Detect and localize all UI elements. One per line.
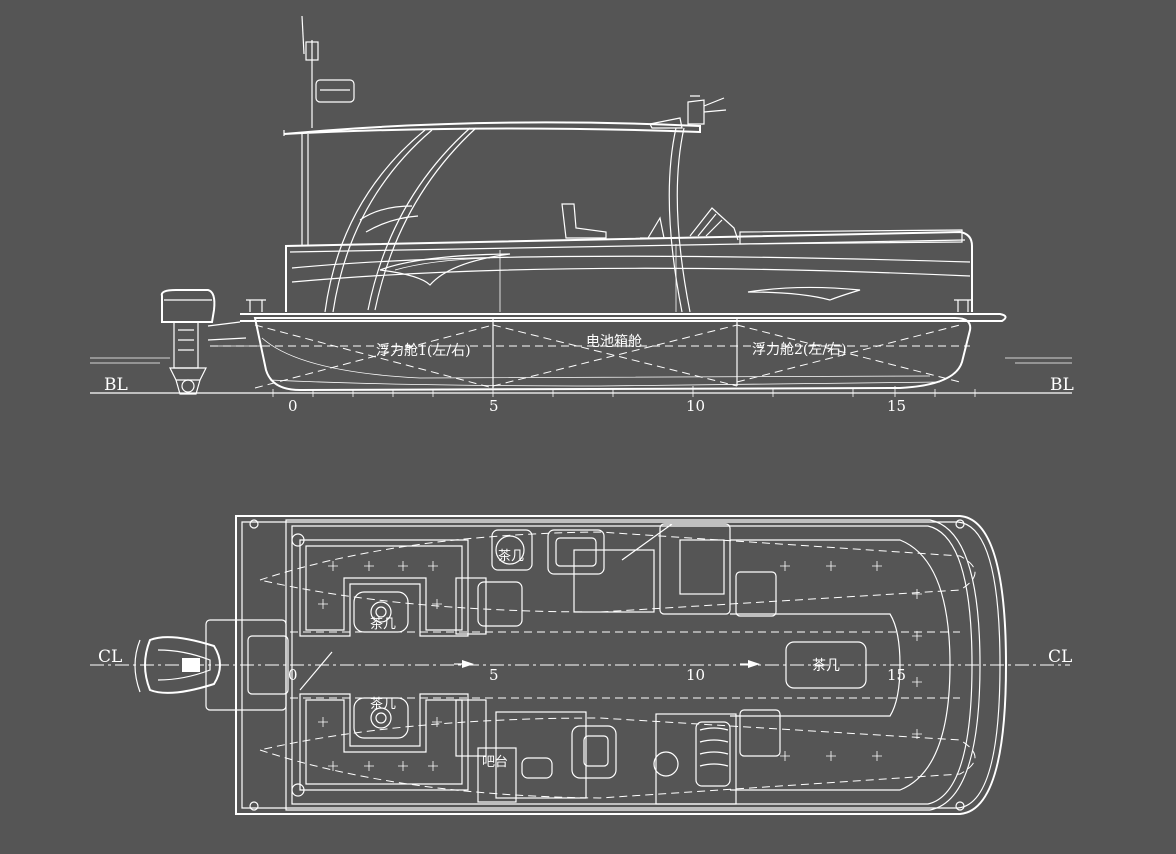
side-table-port xyxy=(491,529,533,571)
centerline-label-left: CL xyxy=(98,647,122,667)
label-tea-table-left-upper: 茶几 xyxy=(370,616,396,632)
label-tea-table-top: 茶几 xyxy=(498,548,524,564)
compartment-dash-lines xyxy=(210,324,970,389)
plan-station-5: 5 xyxy=(489,666,499,684)
fence-outline xyxy=(285,519,981,811)
plan-station-10: 10 xyxy=(686,666,705,684)
side-station-10: 10 xyxy=(686,397,705,415)
pontoon-hull xyxy=(253,317,972,392)
tea-table-starboard xyxy=(353,697,409,739)
sink xyxy=(521,757,553,779)
swivel-chair-port xyxy=(477,581,523,627)
ottoman-starboard xyxy=(739,709,781,757)
hardtop-arch-frame xyxy=(301,134,309,246)
compartment-label-buoyancy-2: 浮力舱2(左/右) xyxy=(752,342,847,358)
cleat-bow-starboard xyxy=(955,801,965,811)
windshield xyxy=(689,207,739,241)
searchlight xyxy=(687,95,727,125)
side-station-15: 15 xyxy=(887,397,906,415)
aft-lounge-port xyxy=(299,539,469,637)
bow-cleat xyxy=(954,299,972,312)
label-bar-counter: 吧台 xyxy=(482,755,508,770)
compartment-label-buoyancy-1: 浮力舱1(左/右) xyxy=(376,343,471,359)
steering-wheel-plan xyxy=(653,751,679,777)
hull-graphic-swoosh-aft xyxy=(379,253,511,286)
compartment-label-battery: 电池箱舱 xyxy=(586,334,642,350)
flow-arrow-1 xyxy=(462,660,474,668)
centerline-label-right: CL xyxy=(1048,647,1072,667)
label-tea-table-center: 茶几 xyxy=(812,658,840,674)
engine-hatch xyxy=(247,635,289,695)
bow-lounge-plan xyxy=(730,539,951,791)
hull-graphic-swoosh-fwd xyxy=(747,286,861,301)
pontoon-outline-starboard xyxy=(258,717,976,799)
stern-cleat xyxy=(246,299,266,312)
plan-view: CL CL 0 5 10 15 茶几 茶几 茶几 茶几 吧台 xyxy=(90,515,1072,815)
stern-platform xyxy=(205,619,287,711)
side-station-0: 0 xyxy=(288,397,298,415)
label-tea-table-left-lower: 茶几 xyxy=(370,696,396,712)
cleat-aft-starboard xyxy=(249,801,259,811)
horn xyxy=(649,117,683,129)
side-station-5: 5 xyxy=(489,397,499,415)
steering-wheel xyxy=(640,216,676,239)
bar-counter xyxy=(477,747,517,803)
cushion-markers xyxy=(318,561,922,771)
helm-chair-port xyxy=(547,529,605,575)
baseline-label-left: BL xyxy=(104,375,128,395)
side-elevation-view: BL BL 浮力舱1(左/右) 电池箱舱 浮力舱2(左/右) 0 5 10 15 xyxy=(90,15,1074,415)
flow-arrow-2 xyxy=(748,660,760,668)
plan-station-15: 15 xyxy=(887,666,906,684)
tea-table-center xyxy=(785,641,867,689)
helm-chair-starboard xyxy=(571,725,617,779)
deck-line xyxy=(240,313,1007,322)
helm-seat xyxy=(561,203,607,239)
side-fence-panel xyxy=(285,230,973,312)
radar-dome xyxy=(315,79,355,103)
cleat-bow-port xyxy=(955,519,965,529)
outboard-engine xyxy=(160,289,247,395)
ottoman-port xyxy=(735,571,777,617)
deck-outline xyxy=(235,515,1008,815)
tea-table-port xyxy=(353,591,409,633)
baseline-label-right: BL xyxy=(1050,375,1074,395)
helm-console xyxy=(655,713,737,805)
hardtop-roof xyxy=(283,121,701,135)
bow-lounge xyxy=(739,229,963,245)
plan-station-0: 0 xyxy=(288,666,298,684)
outboard-plan xyxy=(134,636,221,694)
pontoon-outline-port xyxy=(258,531,976,613)
cleat-aft-port xyxy=(249,519,259,529)
